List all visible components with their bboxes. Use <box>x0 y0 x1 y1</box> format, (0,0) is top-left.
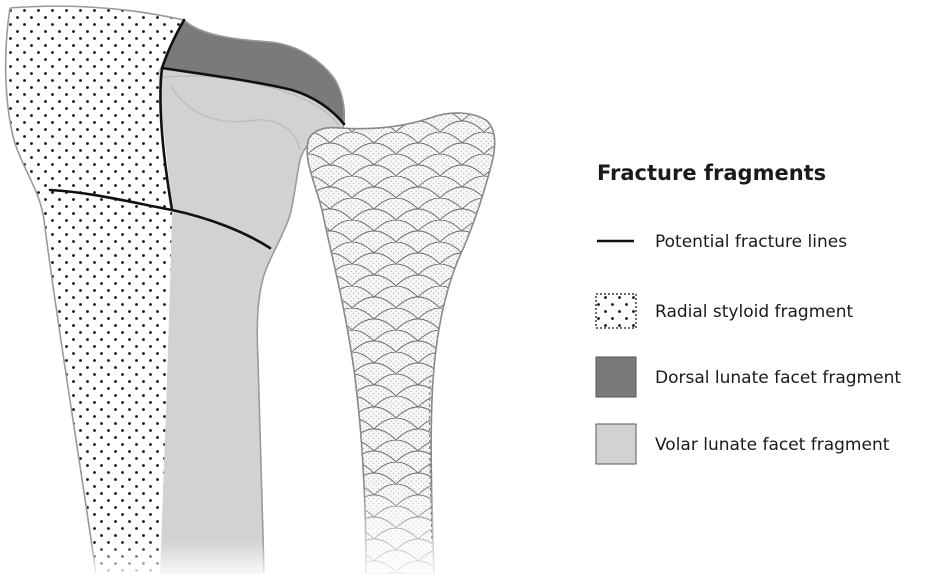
ulna-bone <box>300 113 496 574</box>
legend-label-volar-lunate: Volar lunate facet fragment <box>655 435 890 455</box>
legend-label-fracture-lines: Potential fracture lines <box>655 232 847 252</box>
legend-label-dorsal-lunate: Dorsal lunate facet fragment <box>655 368 901 388</box>
ulna-fade <box>300 142 496 574</box>
legend-label-radial-styloid: Radial styloid fragment <box>655 302 854 322</box>
legend-volar-lunate-swatch <box>596 424 636 464</box>
radius-bottom-fade <box>0 420 300 574</box>
legend-title: Fracture fragments <box>597 161 826 185</box>
legend-dorsal-lunate-swatch <box>596 357 636 397</box>
legend: Fracture fragments Potential fracture li… <box>596 161 901 464</box>
legend-radial-styloid-swatch <box>596 294 636 328</box>
